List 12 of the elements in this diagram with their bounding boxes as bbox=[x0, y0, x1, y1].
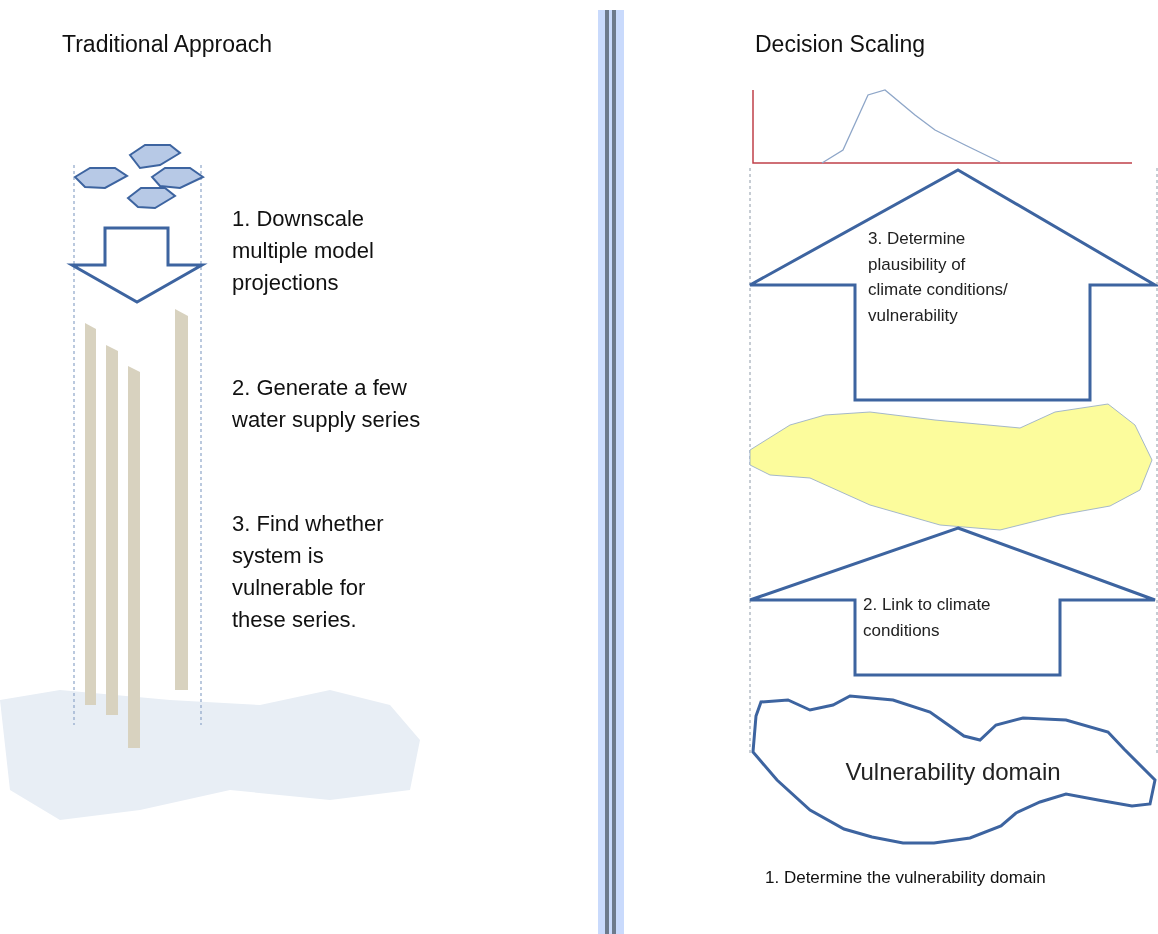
step-text: Vulnerability domain bbox=[844, 757, 1062, 787]
step-text: 1. Downscale multiple model projections bbox=[232, 205, 375, 297]
caption-text: 1. Determine the vulnerability domain bbox=[765, 867, 1046, 889]
panel-heading: Traditional Approach bbox=[62, 30, 273, 59]
step-text: 2. Link to climate conditions bbox=[863, 594, 992, 642]
up-arrow-shape bbox=[748, 526, 1158, 678]
step-text: 3. Determine plausibility of climate conditions/ vulnerability bbox=[868, 228, 1009, 327]
panel-heading: Decision Scaling bbox=[755, 30, 926, 59]
step-text: 2. Generate a few water supply series bbox=[232, 374, 422, 434]
step-text: 3. Find whether system is vulnerable for these series. bbox=[232, 510, 385, 634]
up-arrow-shape bbox=[748, 168, 1158, 402]
plausible-region-shape bbox=[748, 402, 1154, 532]
